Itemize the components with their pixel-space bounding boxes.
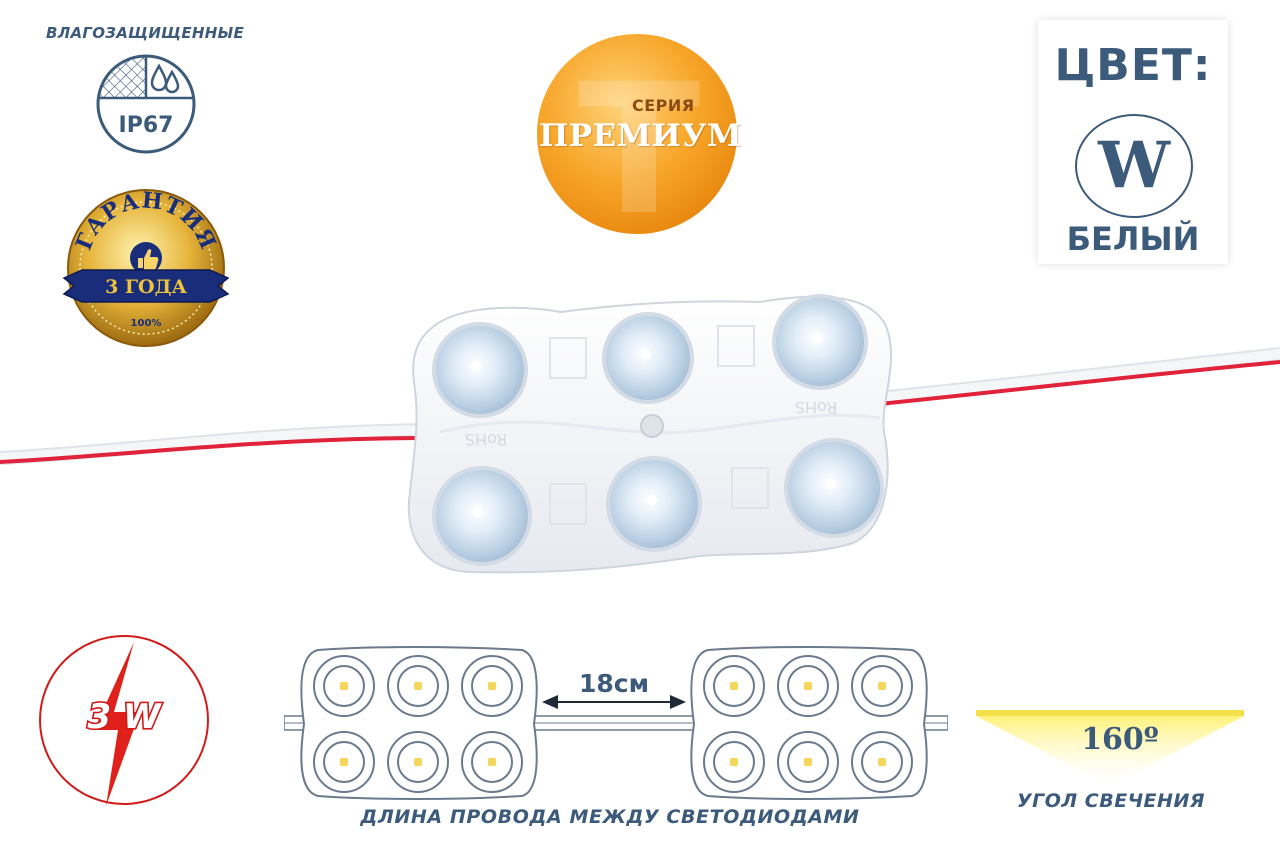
distance-arrow (542, 695, 686, 709)
drop-icon (150, 63, 168, 92)
power-value: 3 W (88, 697, 162, 737)
guarantee-years: 3 ГОДА (105, 276, 187, 298)
ip-rating: IP67 (119, 113, 174, 138)
color-code-circle: W (1075, 114, 1193, 218)
color-code: W (1098, 128, 1170, 203)
led-bottom-2 (606, 456, 702, 552)
distance-caption: ДЛИНА ПРОВОДА МЕЖДУ СВЕТОДИОДАМИ (360, 806, 860, 828)
thumbs-up-icon (130, 242, 162, 274)
wire-right (859, 347, 1280, 408)
color-card: ЦВЕТ: W БЕЛЫЙ (1038, 20, 1228, 264)
angle-value: 160º (1081, 722, 1159, 757)
wire-distance-diagram: 18см (284, 646, 948, 800)
led-top-1 (432, 322, 528, 418)
color-label: ЦВЕТ: (1054, 40, 1212, 91)
drop-icon (164, 69, 180, 94)
rohs-marking: RoHS (465, 430, 507, 449)
diagram-module-right (690, 646, 928, 800)
guarantee-badge: ГАРАНТИЯ 3 ГОДА 100% (62, 187, 230, 347)
waterproof-caption: ВЛАГОЗАЩИЩЕННЫЕ (45, 24, 245, 42)
led-top-2 (602, 312, 694, 404)
led-bottom-3 (784, 438, 884, 538)
angle-caption: УГОЛ СВЕЧЕНИЯ (1017, 790, 1205, 812)
wire-left (0, 423, 431, 465)
led-top-3 (772, 294, 868, 390)
viewing-angle-icon (976, 710, 1244, 786)
waterproof-icon: IP67 (96, 54, 196, 154)
premium-series-label: СЕРИЯ (632, 96, 695, 115)
distance-value: 18см (579, 669, 649, 698)
led-module-image: RoHS RoHS (0, 294, 1280, 574)
mount-hole (640, 414, 664, 438)
color-name: БЕЛЫЙ (1066, 220, 1200, 258)
rohs-marking: RoHS (795, 398, 837, 417)
led-bottom-1 (432, 466, 532, 566)
premium-series-name: ПРЕМИУМ (539, 118, 742, 154)
guarantee-percent: 100% (131, 318, 162, 329)
premium-watermark: T (578, 46, 701, 234)
power-badge: 3 W (39, 635, 209, 806)
diagram-module-left (300, 646, 538, 800)
lightning-icon (94, 642, 140, 806)
premium-badge: T СЕРИЯ ПРЕМИУМ (527, 34, 745, 234)
